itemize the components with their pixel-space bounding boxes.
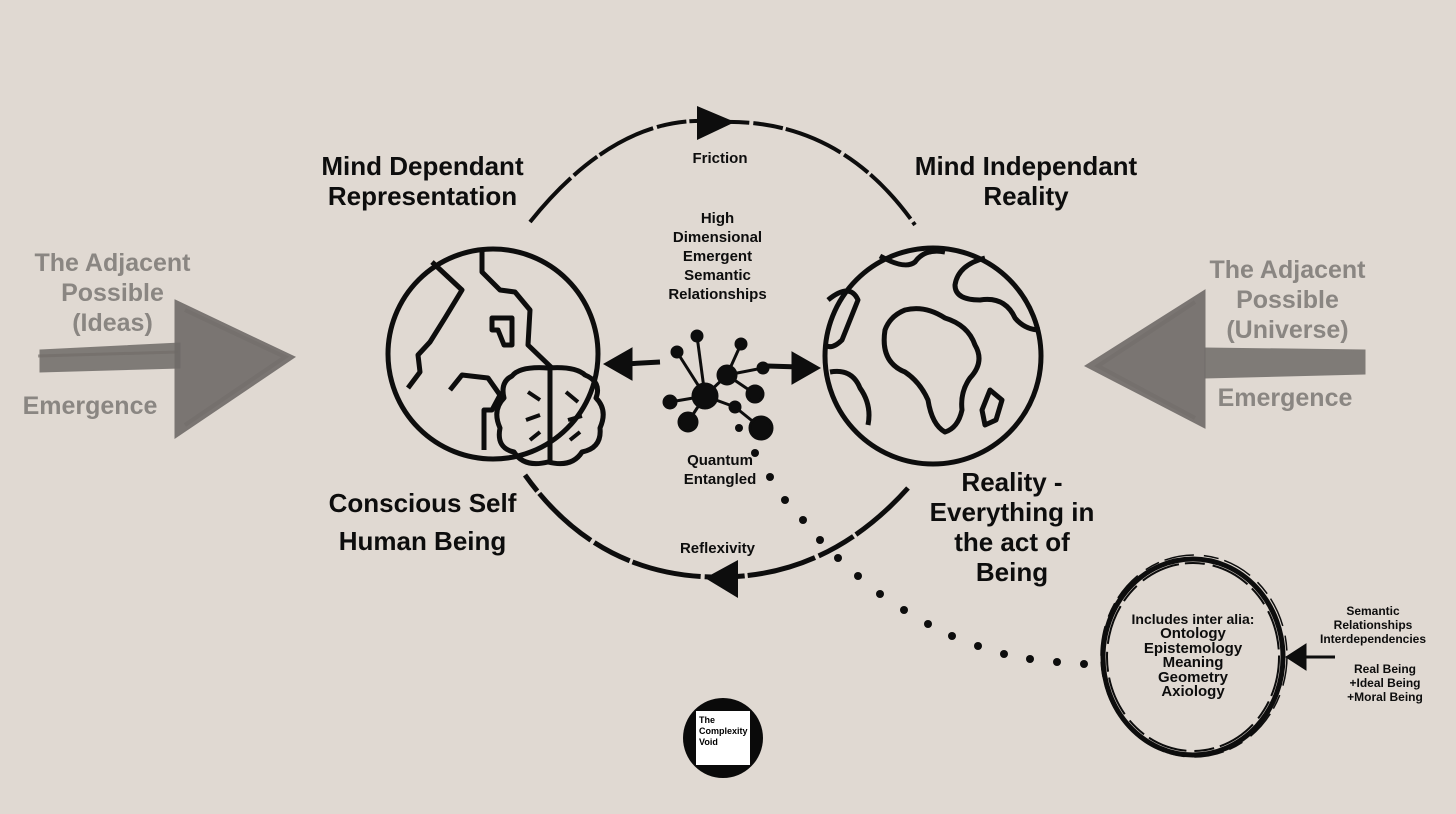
side-note-being: Real Being +Ideal Being +Moral Being [1347,662,1423,704]
semantic-relationships-label: High Dimensional Emergent Semantic Relat… [668,210,767,303]
network-icon [662,329,774,441]
reflexivity-arc [522,473,910,598]
center-right-arrow [766,351,822,385]
complexity-void-logo: The Complexity Void [683,698,763,778]
logo-box: The Complexity Void [696,711,750,765]
side-note-relationships: Semantic Relationships Interdependencies [1319,604,1427,646]
conscious-self-label: Conscious Self Human Being [328,488,517,556]
right-emergence-arrow [1083,289,1366,429]
left-emergence-arrow [37,299,297,439]
logo-text: The Complexity Void [699,715,748,747]
ring-intro: Includes inter alia: [1131,611,1255,627]
ring-items: Ontology Epistemology Meaning Geometry A… [1143,625,1243,700]
friction-arc [528,106,917,227]
left-emergence-label: Emergence [22,392,158,420]
globe-brain-icon [385,246,606,467]
left-adjacent-possible-title: The Adjacent Possible (Ideas) [34,249,191,337]
reflexivity-label: Reflexivity [679,540,756,557]
ring-input-arrow [1285,643,1335,671]
dotted-connector [735,424,1088,668]
right-emergence-label: Emergence [1217,384,1353,412]
center-left-arrow [602,347,661,381]
right-adjacent-possible-title: The Adjacent Possible (Universe) [1209,256,1366,344]
quantum-entangled-label: Quantum Entangled [683,452,757,488]
friction-label: Friction [692,150,748,167]
reflexivity-arrowhead [705,560,738,598]
reality-label: Reality - Everything in the act of Being [929,467,1095,587]
friction-arrowhead [697,106,735,140]
mind-dependant-label: Mind Dependant Representation [321,151,524,211]
mind-independant-label: Mind Independant Reality [914,151,1138,211]
globe-world-icon [822,245,1044,467]
